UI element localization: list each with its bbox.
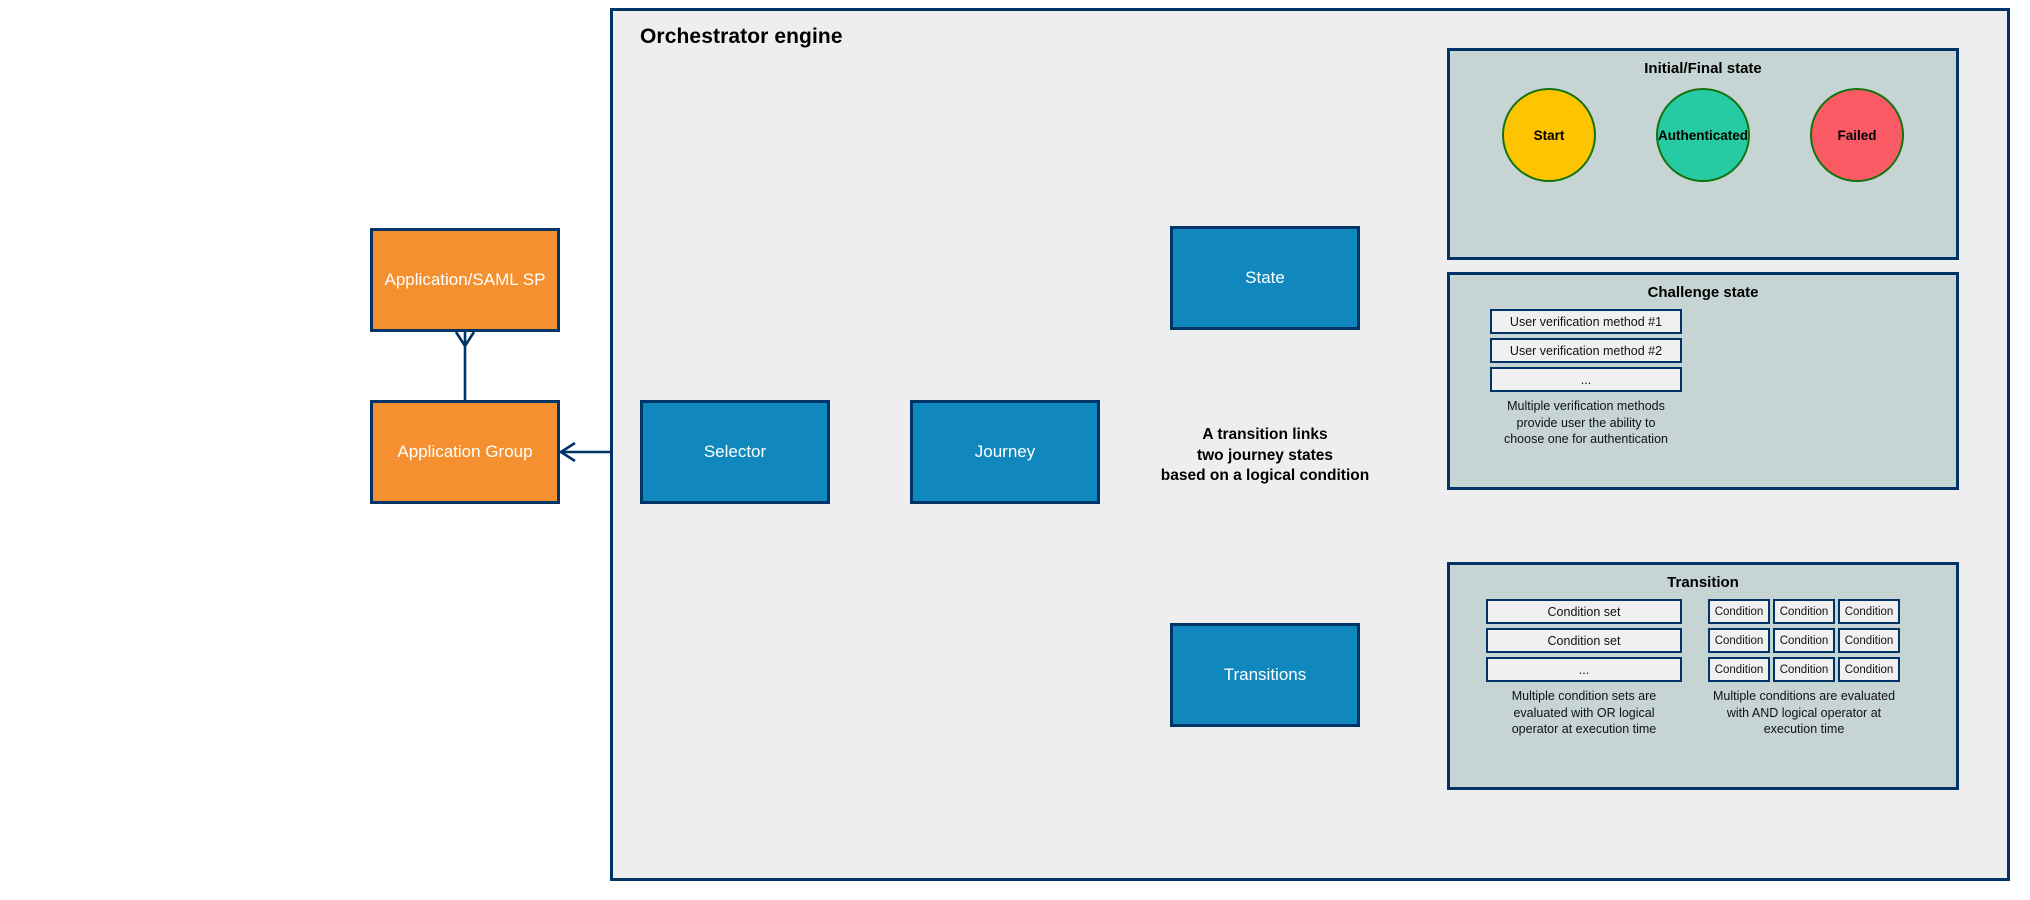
node-state[interactable]: State bbox=[1170, 226, 1360, 330]
circle-authenticated-label: Authenticated bbox=[1658, 127, 1749, 143]
transition-explanation-note: A transition links two journey states ba… bbox=[1120, 425, 1410, 487]
challenge-caption-line2: provide user the ability to bbox=[1516, 415, 1656, 430]
transition-right-caption-line3: execution time bbox=[1763, 722, 1845, 736]
circle-authenticated[interactable]: Authenticated bbox=[1656, 88, 1750, 182]
center-note-line1: A transition links bbox=[1202, 426, 1328, 443]
condition-cell[interactable]: Condition bbox=[1773, 628, 1835, 653]
panel-challenge-state: Challenge state User verification method… bbox=[1447, 272, 1959, 490]
node-journey-label: Journey bbox=[974, 442, 1036, 461]
center-note-line3: based on a logical condition bbox=[1160, 467, 1370, 485]
challenge-caption: Multiple verification methods provide us… bbox=[1490, 398, 1682, 448]
transition-right-caption: Multiple conditions are evaluated with A… bbox=[1708, 688, 1900, 738]
panel-initial-final-title: Initial/Final state bbox=[1644, 60, 1762, 77]
condition-cell[interactable]: Condition bbox=[1838, 657, 1900, 682]
condition-cell[interactable]: Condition bbox=[1708, 628, 1770, 653]
challenge-methods-list: User verification method #1 User verific… bbox=[1490, 309, 1682, 448]
list-item[interactable]: ... bbox=[1486, 657, 1682, 682]
panel-transition-title: Transition bbox=[1667, 574, 1739, 591]
panel-initial-final-state: Initial/Final state Start Authenticated … bbox=[1447, 48, 1959, 260]
transition-condition-sets-column: Condition set Condition set ... Multiple… bbox=[1486, 599, 1682, 738]
node-selector[interactable]: Selector bbox=[640, 400, 830, 504]
condition-cell[interactable]: Condition bbox=[1773, 599, 1835, 624]
engine-title: Orchestrator engine bbox=[640, 25, 843, 48]
connector-appsaml-appgroup bbox=[454, 331, 476, 400]
list-item[interactable]: Condition set bbox=[1486, 628, 1682, 653]
node-journey[interactable]: Journey bbox=[910, 400, 1100, 504]
condition-cell[interactable]: Condition bbox=[1708, 657, 1770, 682]
node-transitions-label: Transitions bbox=[1223, 665, 1307, 684]
node-application-group[interactable]: Application Group bbox=[370, 400, 560, 504]
circle-failed[interactable]: Failed bbox=[1810, 88, 1904, 182]
condition-cell[interactable]: Condition bbox=[1838, 599, 1900, 624]
condition-cell[interactable]: Condition bbox=[1708, 599, 1770, 624]
table-row: Condition Condition Condition bbox=[1708, 628, 1900, 653]
condition-cell[interactable]: Condition bbox=[1773, 657, 1835, 682]
transition-columns: Condition set Condition set ... Multiple… bbox=[1450, 599, 1962, 738]
node-state-label: State bbox=[1245, 268, 1285, 287]
transition-left-caption-line2: evaluated with OR logical bbox=[1513, 705, 1655, 720]
circle-start[interactable]: Start bbox=[1502, 88, 1596, 182]
list-item[interactable]: ... bbox=[1490, 367, 1682, 392]
circle-start-label: Start bbox=[1533, 127, 1565, 143]
node-application-saml-sp[interactable]: Application/SAML SP bbox=[370, 228, 560, 332]
transition-left-caption: Multiple condition sets are evaluated wi… bbox=[1486, 688, 1682, 738]
node-transitions[interactable]: Transitions bbox=[1170, 623, 1360, 727]
node-application-group-label: Application Group bbox=[397, 442, 533, 461]
list-item[interactable]: Condition set bbox=[1486, 599, 1682, 624]
panel-transition: Transition Condition set Condition set .… bbox=[1447, 562, 1959, 790]
list-item[interactable]: User verification method #2 bbox=[1490, 338, 1682, 363]
circle-failed-label: Failed bbox=[1837, 127, 1877, 143]
center-note-line2: two journey states bbox=[1196, 446, 1334, 464]
table-row: Condition Condition Condition bbox=[1708, 599, 1900, 624]
transition-left-caption-line1: Multiple condition sets are bbox=[1511, 689, 1657, 703]
transition-right-caption-line2: with AND logical operator at bbox=[1726, 705, 1882, 720]
node-selector-label: Selector bbox=[703, 442, 767, 461]
condition-cell[interactable]: Condition bbox=[1838, 628, 1900, 653]
list-item[interactable]: User verification method #1 bbox=[1490, 309, 1682, 334]
node-application-saml-sp-label: Application/SAML SP bbox=[384, 270, 546, 289]
challenge-caption-line3: choose one for authentication bbox=[1503, 432, 1668, 446]
transition-left-caption-line3: operator at execution time bbox=[1511, 722, 1657, 736]
challenge-caption-line1: Multiple verification methods bbox=[1507, 399, 1665, 413]
table-row: Condition Condition Condition bbox=[1708, 657, 1900, 682]
transition-right-caption-line1: Multiple conditions are evaluated bbox=[1712, 689, 1896, 703]
transition-conditions-column: Condition Condition Condition Condition … bbox=[1708, 599, 1900, 738]
initial-final-circles-row: Start Authenticated Failed bbox=[1450, 88, 1956, 182]
panel-challenge-title: Challenge state bbox=[1647, 284, 1759, 301]
